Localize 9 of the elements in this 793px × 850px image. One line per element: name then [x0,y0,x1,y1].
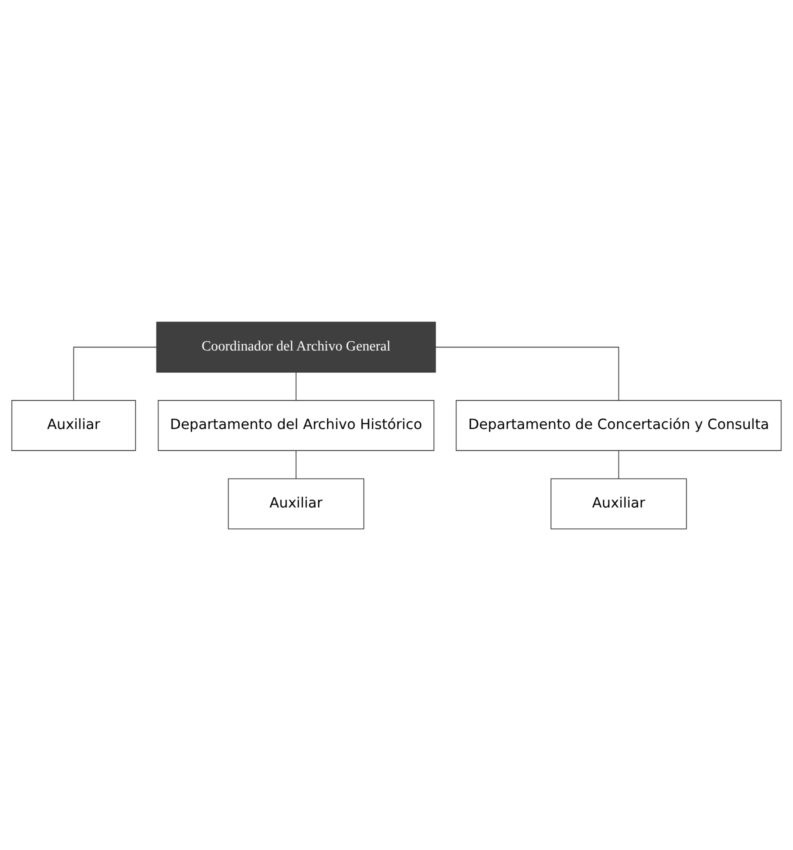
connector [618,450,620,479]
node-box: Coordinador del Archivo General [156,321,436,372]
connector [435,346,620,400]
node-box: Departamento de Concertación y Consulta [456,400,782,450]
node-box: Auxiliar [550,478,687,529]
node-box: Auxiliar [11,400,136,450]
node-box: Departamento del Archivo Histórico [158,400,434,450]
connector [73,346,157,400]
node-box: Auxiliar [228,478,364,529]
